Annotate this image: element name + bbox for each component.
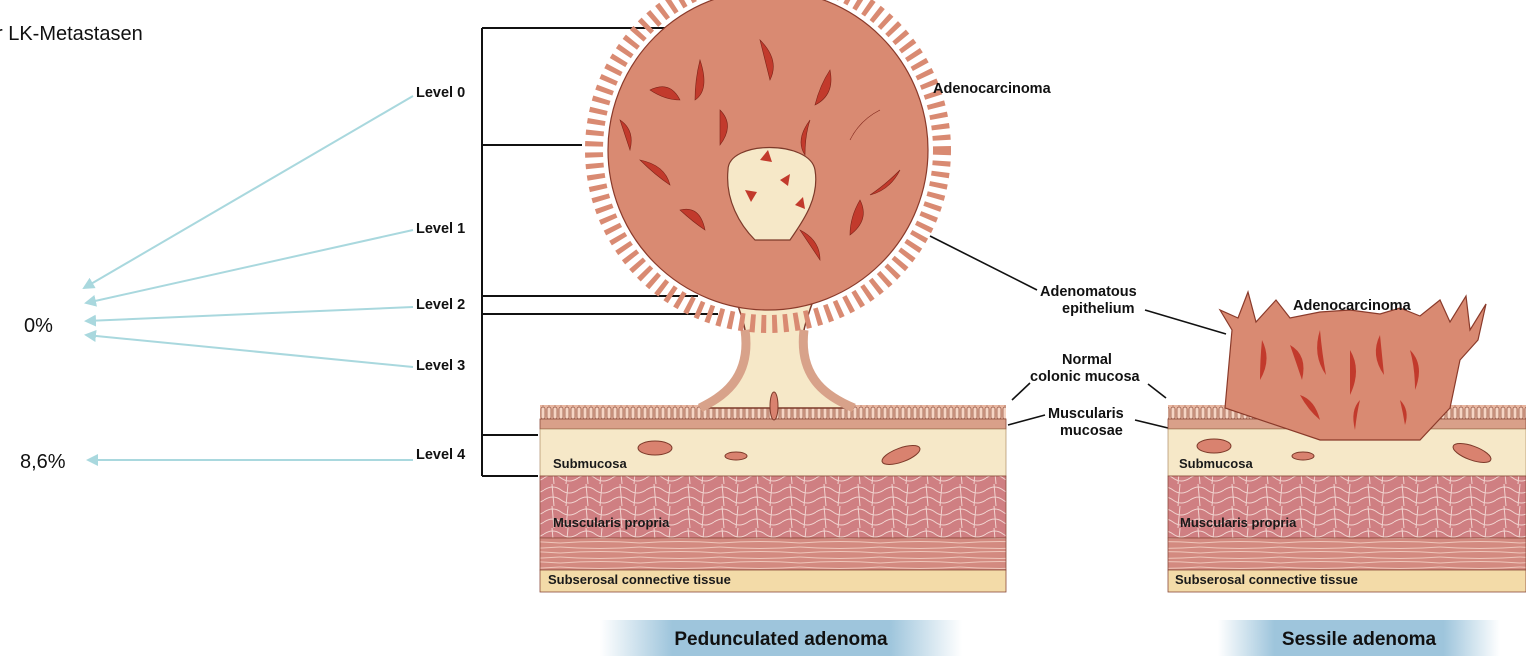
level-arrows xyxy=(84,96,413,460)
ped-adenocarcinoma-label: Adenocarcinoma xyxy=(933,81,1052,97)
ped-adenomatous-label-1: Adenomatous xyxy=(1040,284,1137,300)
ped-muscularis-mucosae-label-2: mucosae xyxy=(1060,423,1123,439)
ped-adenomatous-label-2: epithelium xyxy=(1062,301,1135,317)
ses-caption: Sessile adenoma xyxy=(1282,629,1437,650)
sessile-tissue xyxy=(1168,292,1526,592)
ses-muscularis-propria-label: Muscularis propria xyxy=(1180,515,1297,530)
risk-zero-label: 0% xyxy=(24,315,53,337)
level-labels: Level 0 Level 1 Level 2 Level 3 Level 4 xyxy=(416,85,465,463)
ped-subserosal-label: Subserosal connective tissue xyxy=(548,572,731,587)
level-0-label: Level 0 xyxy=(416,85,465,101)
ped-longitudinal-muscle-layer xyxy=(540,538,1006,570)
level-2-label: Level 2 xyxy=(416,297,465,313)
arrow-level-2 xyxy=(86,307,413,321)
ped-leader-lines xyxy=(930,236,1226,428)
level-3-label: Level 3 xyxy=(416,358,465,374)
ses-adenocarcinoma-label: Adenocarcinoma xyxy=(1293,298,1412,314)
level-1-label: Level 1 xyxy=(416,221,465,237)
ped-submucosa-label: Submucosa xyxy=(553,456,627,471)
ses-longitudinal-muscle-layer xyxy=(1168,538,1526,570)
ped-muscularis-mucosae-label-1: Muscularis xyxy=(1048,406,1124,422)
arrow-level-3 xyxy=(86,335,413,367)
ped-caption: Pedunculated adenoma xyxy=(674,629,888,650)
ses-submucosa-label: Submucosa xyxy=(1179,456,1253,471)
risk-level4-label: 8,6% xyxy=(20,451,66,473)
ped-normal-mucosa-label-1: Normal xyxy=(1062,352,1112,368)
arrow-level-0 xyxy=(84,96,413,288)
ses-subserosal-label: Subserosal connective tissue xyxy=(1175,572,1358,587)
ped-normal-mucosa-label-2: colonic mucosa xyxy=(1030,369,1141,385)
ped-muscularis-propria-label: Muscularis propria xyxy=(553,515,670,530)
level-4-label: Level 4 xyxy=(416,447,465,463)
arrow-level-1 xyxy=(86,230,413,303)
ped-muscularis-mucosae-layer xyxy=(540,419,1006,429)
header-title: r LK-Metastasen xyxy=(0,23,143,45)
